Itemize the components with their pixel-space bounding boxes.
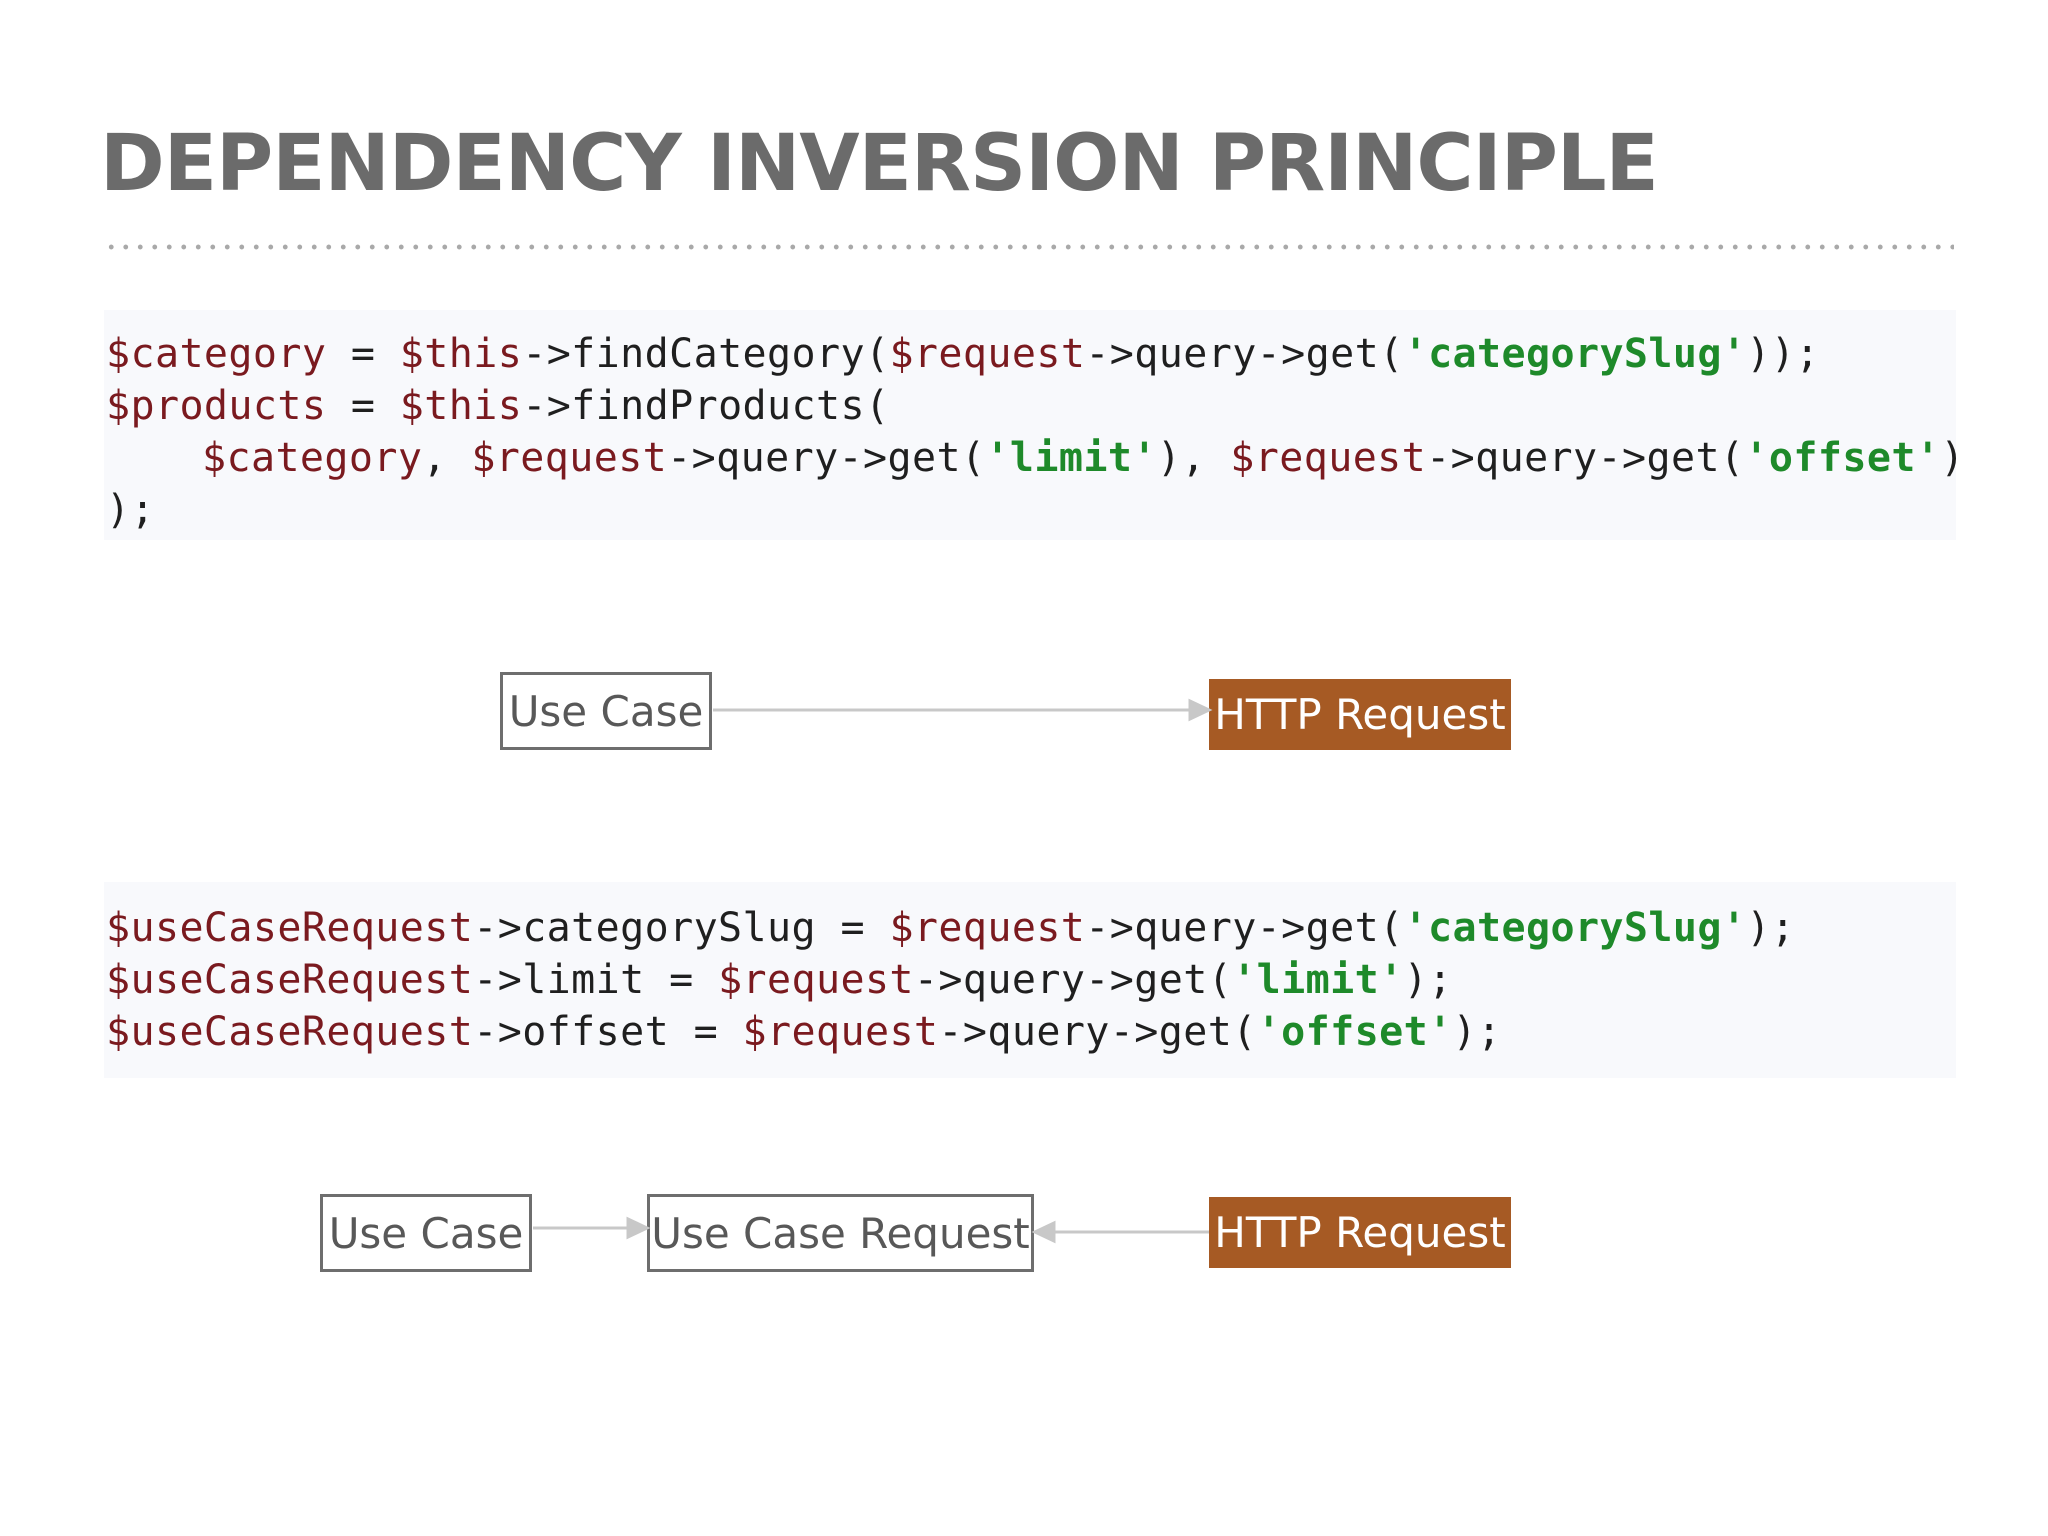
code-token: = — [326, 331, 400, 377]
code-token: $this — [399, 383, 523, 429]
code-token: $products — [106, 383, 327, 429]
use-case-label: Use Case — [328, 1208, 524, 1258]
code-token: $request — [889, 331, 1086, 377]
code-token: ->query->get( — [913, 957, 1233, 1003]
code-token: $useCaseRequest — [106, 905, 474, 951]
code-line: $useCaseRequest->categorySlug = $request… — [106, 902, 1956, 954]
code-token: )); — [1746, 331, 1820, 377]
code-token: ) — [1940, 435, 1965, 481]
use-case-box: Use Case — [320, 1194, 532, 1272]
http-request-label: HTTP Request — [1214, 690, 1506, 739]
code-token: ); — [1452, 1009, 1502, 1055]
code-token: ->limit = — [473, 957, 719, 1003]
arrowhead — [1188, 698, 1213, 722]
code-token: ); — [1403, 957, 1453, 1003]
code-line: $products = $this->findProducts( — [106, 380, 1956, 432]
code-token: ->offset = — [473, 1009, 743, 1055]
code-token: ->categorySlug = — [473, 905, 890, 951]
code-token: 'limit' — [1232, 957, 1404, 1003]
code-line: $category, $request->query->get('limit')… — [106, 432, 1964, 484]
code-token: $category — [106, 331, 327, 377]
code-token: ->query->get( — [1085, 331, 1404, 377]
code-token: ->query->get( — [1085, 905, 1404, 951]
code-token: 'offset' — [1744, 435, 1941, 481]
code-token: ->findProducts( — [522, 383, 890, 429]
code-token: ), — [1156, 435, 1231, 481]
code-line: $useCaseRequest->offset = $request->quer… — [106, 1006, 1956, 1058]
code-token: $request — [471, 435, 668, 481]
code-token: 'categorySlug' — [1403, 331, 1747, 377]
code-token: , — [422, 435, 472, 481]
code-token: 'categorySlug' — [1403, 905, 1747, 951]
code-token: $request — [742, 1009, 939, 1055]
use-case-box: Use Case — [500, 672, 712, 750]
code-line: $useCaseRequest->limit = $request->query… — [106, 954, 1956, 1006]
code-token: 'offset' — [1256, 1009, 1453, 1055]
code-block-use-case-request: $useCaseRequest->categorySlug = $request… — [104, 882, 1956, 1078]
http-request-box: HTTP Request — [1209, 1197, 1511, 1268]
code-token: ->query->get( — [667, 435, 986, 481]
use-case-request-label: Use Case Request — [651, 1208, 1030, 1258]
code-token: $request — [889, 905, 1086, 951]
use-case-label: Use Case — [508, 686, 704, 736]
slide-title: DEPENDENCY INVERSION PRINCIPLE — [100, 119, 1659, 209]
code-token: $this — [399, 331, 523, 377]
code-line: $category = $this->findCategory($request… — [106, 328, 1956, 380]
code-token: ); — [106, 487, 155, 533]
code-token: $category — [202, 435, 423, 481]
code-token: $useCaseRequest — [106, 1009, 474, 1055]
code-token: 'limit' — [985, 435, 1157, 481]
code-token: $request — [1230, 435, 1427, 481]
code-token: ); — [1746, 905, 1796, 951]
code-token: ->findCategory( — [522, 331, 890, 377]
code-token: $useCaseRequest — [106, 957, 474, 1003]
code-token: $request — [718, 957, 914, 1003]
http-request-box: HTTP Request — [1209, 679, 1511, 750]
code-token: ->query->get( — [938, 1009, 1257, 1055]
use-case-request-box: Use Case Request — [647, 1194, 1034, 1272]
arrowhead — [1031, 1220, 1056, 1244]
code-token: ->query->get( — [1426, 435, 1745, 481]
code-block-direct-dependency: $category = $this->findCategory($request… — [104, 310, 1964, 540]
dotted-divider — [104, 244, 1954, 250]
arrowhead — [626, 1216, 651, 1240]
code-token: = — [326, 383, 400, 429]
http-request-label: HTTP Request — [1214, 1208, 1506, 1257]
code-line: ); — [106, 484, 1956, 536]
